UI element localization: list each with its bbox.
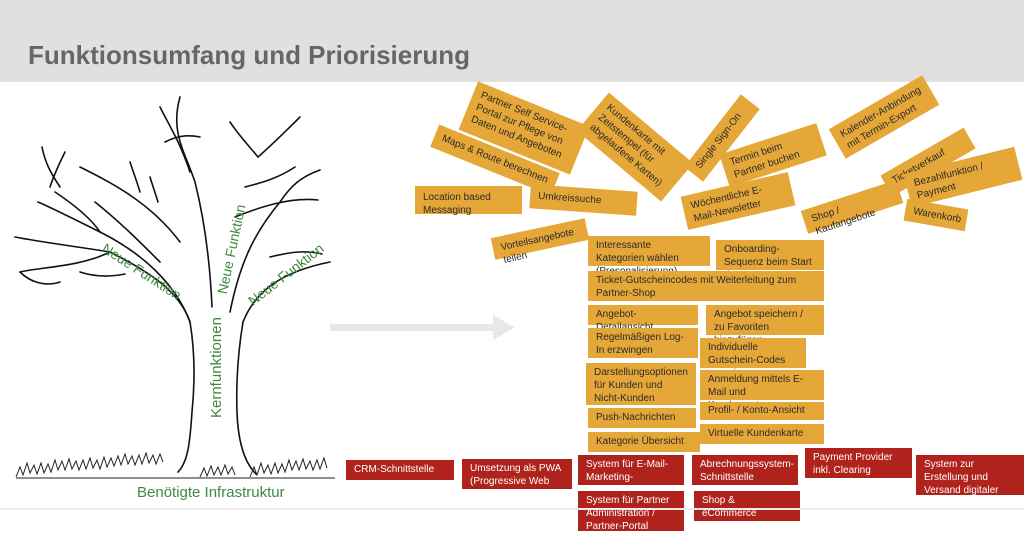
core-feature-box: Angebot-Detailansicht <box>588 305 698 333</box>
tree-illustration <box>14 96 335 479</box>
core-feature-label: Darstellungsoptionen für Kunden und Nich… <box>594 367 688 405</box>
feature-label: Shop / Kaufangebote <box>810 205 877 238</box>
infrastructure-label: CRM-Schnittstelle <box>354 464 435 475</box>
feature-box: Location based Messaging <box>415 186 522 217</box>
feature-box: Shop / Kaufangebote <box>800 180 904 238</box>
infrastructure-label: System zur Erstellung und Versand digita… <box>924 459 999 510</box>
feature-box: Kalender-Anbindung mit Termin-Export <box>828 75 940 159</box>
feature-label: Vorteilsangebote teilen <box>499 226 576 267</box>
core-feature-label: Angebot-Detailansicht <box>596 309 653 333</box>
arrow-right-icon <box>330 315 515 340</box>
infrastructure-box: Umsetzung als PWA (Progressive Web App) <box>462 459 572 500</box>
infrastructure-label: Payment Provider inkl. Clearing <box>813 452 893 477</box>
core-feature-label: Kategorie Übersicht <box>596 436 684 447</box>
feature-box: Warenkorb <box>903 198 969 232</box>
trunk-label: Kernfunktionen <box>208 317 225 418</box>
infrastructure-label: System für E-Mail-Marketing-Automation <box>586 459 669 496</box>
core-feature-label: Ticket-Gutscheincodes mit Weiterleitung … <box>596 275 797 300</box>
feature-label: Warenkorb <box>912 206 963 226</box>
infrastructure-box: Payment Provider inkl. Clearing <box>805 448 912 478</box>
feature-label: Kalender-Anbindung mit Termin-Export <box>838 84 924 152</box>
footer-divider <box>0 508 1024 510</box>
feature-label: Umkreissuche <box>537 190 602 207</box>
core-feature-label: Regelmäßigen Log-In erzwingen <box>596 332 684 357</box>
feature-label: Location based Messaging <box>423 192 491 217</box>
core-feature-label: Push-Nachrichten <box>596 412 676 423</box>
core-feature-box: Individuelle Gutschein-Codes generieren <box>700 338 806 379</box>
core-feature-box: Darstellungsoptionen für Kunden und Nich… <box>586 363 696 405</box>
ground-label: Benötigte Infrastruktur <box>137 484 285 501</box>
header-bar: Funktionsumfang und Priorisierung <box>0 0 1024 82</box>
core-feature-box: Profil- / Konto-Ansicht <box>700 402 824 420</box>
infrastructure-box: System zur Erstellung und Versand digita… <box>916 455 1024 510</box>
core-feature-box: Regelmäßigen Log-In erzwingen <box>588 328 698 358</box>
core-feature-box: Ticket-Gutscheincodes mit Weiterleitung … <box>588 271 824 301</box>
core-feature-box: Anmeldung mittels E-Mail und Kundenvertr… <box>700 370 824 411</box>
infrastructure-box: System für E-Mail-Marketing-Automation <box>578 455 684 496</box>
core-feature-label: Profil- / Konto-Ansicht <box>708 405 805 416</box>
core-feature-box: Virtuelle Kundenkarte <box>700 424 824 444</box>
core-feature-box: Onboarding-Sequenz beim Start der App <box>716 240 824 281</box>
infrastructure-box: Shop & eCommerce System <box>694 491 800 532</box>
feature-label: Wöchentliche E-Mail-Newsletter <box>689 184 764 225</box>
core-feature-box: Angebot speichern / zu Favoriten hinzufü… <box>706 305 824 346</box>
infrastructure-label: System für Partner Administration / Part… <box>586 495 670 533</box>
page-title: Funktionsumfang und Priorisierung <box>28 40 470 70</box>
core-feature-label: Virtuelle Kundenkarte <box>708 428 804 439</box>
infrastructure-label: Umsetzung als PWA (Progressive Web App) <box>470 463 561 501</box>
feature-box: Umkreissuche <box>529 184 638 216</box>
feature-label: Kundenkarte mit Zeitstempel (für abgelau… <box>587 102 667 190</box>
feature-label: Termin beim Partner buchen <box>728 140 802 181</box>
infrastructure-label: Shop & eCommerce System <box>702 495 757 533</box>
infrastructure-label: Abrechnungssystem-Schnittstelle <box>700 459 794 484</box>
feature-box: Kundenkarte mit Zeitstempel (für abgelau… <box>576 92 694 202</box>
feature-box: Vorteilsangebote teilen <box>490 218 590 266</box>
infrastructure-box: CRM-Schnittstelle <box>346 460 454 480</box>
infrastructure-box: System für Partner Administration / Part… <box>578 491 684 533</box>
infrastructure-box: Abrechnungssystem-Schnittstelle <box>692 455 798 485</box>
core-feature-box: Interessante Kategorien wählen (Presonal… <box>588 236 710 277</box>
core-feature-box: Push-Nachrichten <box>588 408 696 428</box>
core-feature-box: Kategorie Übersicht <box>588 432 700 452</box>
